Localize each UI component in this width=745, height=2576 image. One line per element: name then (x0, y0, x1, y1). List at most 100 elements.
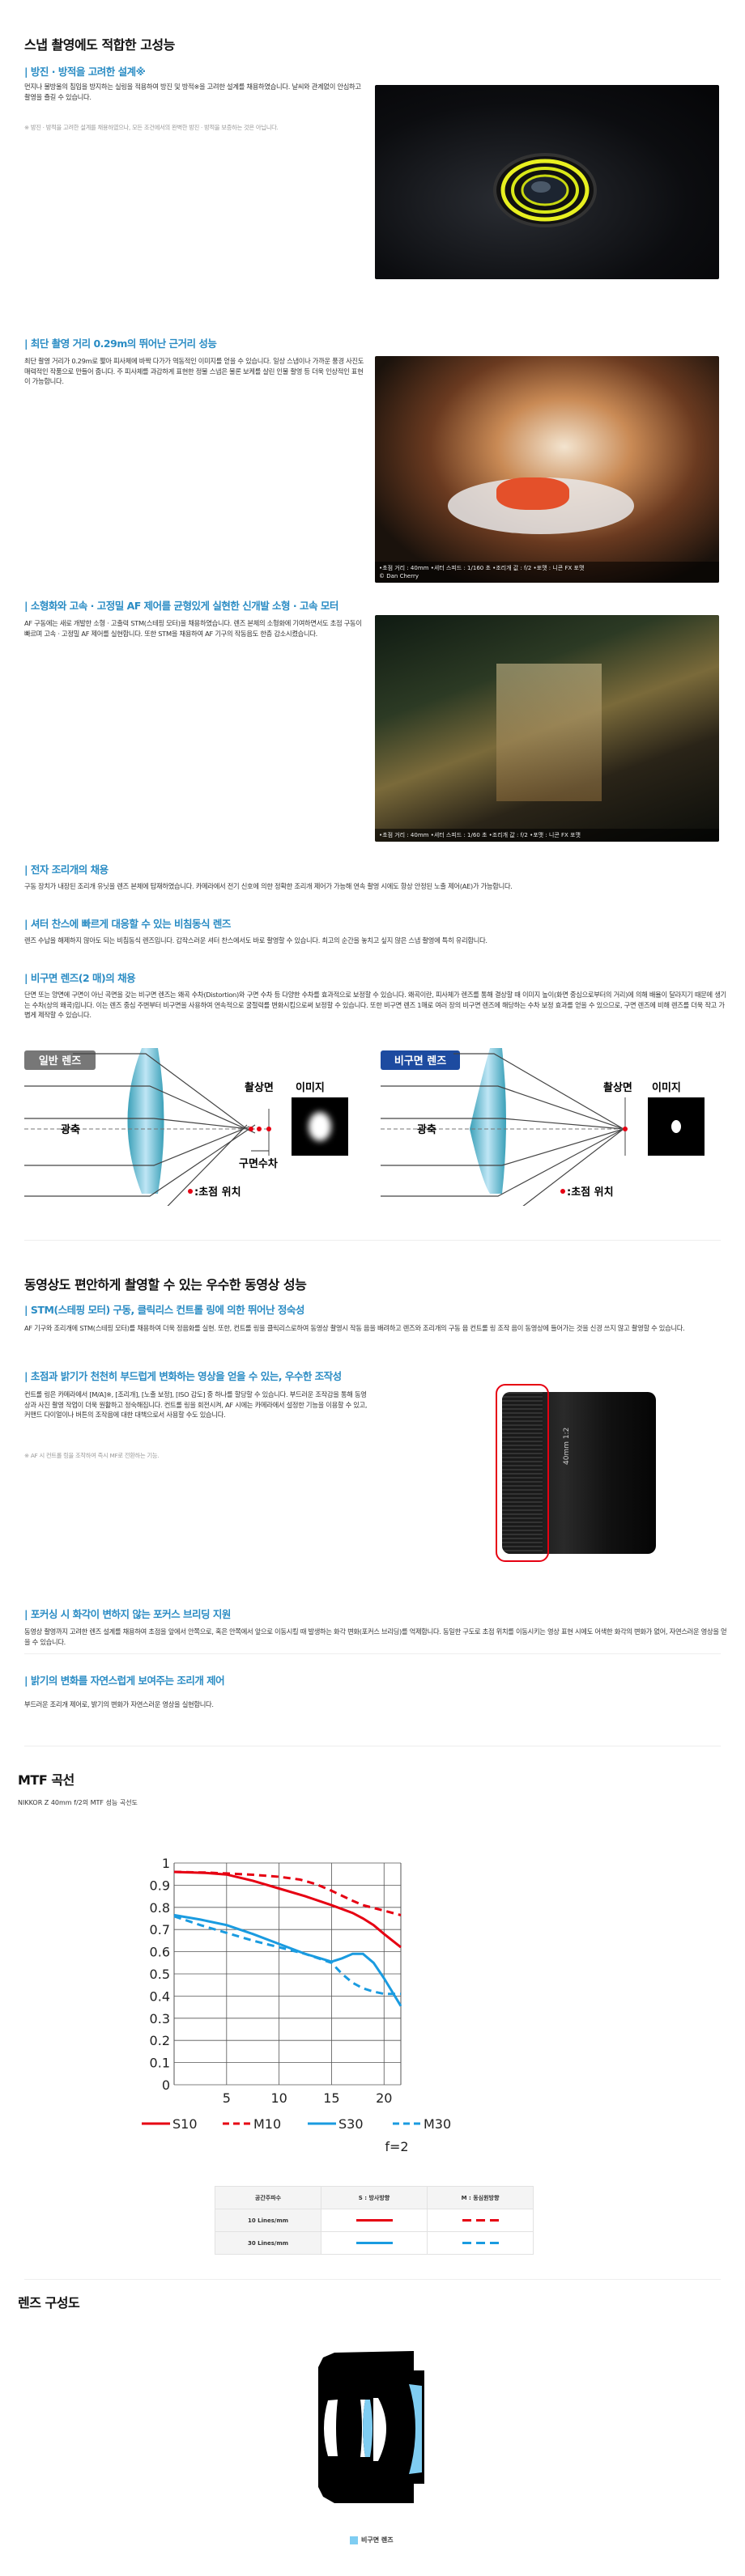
video-section-title: 동영상도 편안하게 촬영할 수 있는 우수한 동영상 성능 (24, 1277, 307, 1292)
heading-weather-sealing: | 방진 · 방적을 고려한 설계※ (24, 66, 146, 78)
heading-control-ring: | 초점과 밝기가 천천히 부드럽게 변화하는 영상을 얻을 수 있는, 우수한… (24, 1370, 342, 1382)
x-tick-label: 10 (270, 2090, 287, 2106)
heading-aspherical: | 비구면 렌즈(2 매)의 채용 (24, 972, 136, 984)
weather-sealing-text: 먼지나 물방울의 침입을 방지하는 실링을 적용하여 방진 및 방적※을 고려한… (24, 83, 361, 101)
heading-electronic-aperture: | 전자 조리개의 채용 (24, 864, 109, 876)
food-sample-photo: •초점 거리 : 40mm •셔터 스피드 : 1/160 초 •조리개 값 :… (375, 356, 719, 583)
photo-caption: •초점 거리 : 40mm •셔터 스피드 : 1/160 초 •조리개 값 :… (375, 562, 719, 583)
aspherical-lens-shape (470, 1048, 506, 1194)
salmon-shape (496, 477, 569, 510)
frequency-cell: 30 Lines/mm (215, 2231, 321, 2255)
s30-line-sample (355, 2242, 393, 2244)
x-tick-label: 20 (376, 2090, 392, 2106)
y-tick-label: 0.5 (150, 1967, 170, 1982)
table-header: 공간주파수 (215, 2186, 321, 2209)
photo-caption: •초점 거리 : 40mm •셔터 스피드 : 1/60 초 •조리개 값 : … (375, 829, 719, 842)
divider (24, 1240, 721, 1241)
aberration-label: 구면수차 (239, 1157, 278, 1170)
image-label: 이미지 (652, 1081, 681, 1094)
construction-title: 렌즈 구성도 (18, 2295, 80, 2311)
aspherical-lens-diagram: 비구면 렌즈 광축 촬상면 이미지 :초점 위치 (381, 1048, 705, 1206)
aspherical-element (363, 2400, 372, 2457)
sensor-label: 촬상면 (603, 1081, 632, 1094)
spherical-lens-shape (127, 1048, 164, 1194)
focus-ring (502, 1392, 543, 1554)
table-row: 30 Lines/mm (215, 2231, 534, 2255)
y-tick-label: 0.2 (150, 2033, 170, 2048)
normal-lens-badge (24, 1050, 96, 1070)
control-ring-text: 컨트롤 링은 카메라에서 [M/A]※, [조리개], [노출 보정], [IS… (24, 1390, 368, 1419)
electronic-aperture-text: 구동 장치가 내장된 조리개 유닛을 렌즈 본체에 탑재하였습니다. 카메라에서… (24, 882, 513, 890)
normal-lens-diagram: 일반 렌즈 광축 촬상면 이미지 구면수차 :초점 위치 (24, 1048, 348, 1206)
sensor-label: 촬상면 (245, 1081, 274, 1094)
heading-quiet-operation: | STM(스테핑 모터) 구동, 클릭리스 컨트롤 링에 의한 뛰어난 정숙성 (24, 1304, 304, 1316)
y-tick-label: 1 (162, 1856, 170, 1871)
m30-line-sample (462, 2242, 499, 2244)
m10-line-sample (462, 2219, 499, 2222)
construction-legend: 비구면 렌즈 (350, 2536, 394, 2544)
quiet-operation-text: AF 기구와 조리개에 STM(스테핑 모터)를 채용하여 더욱 정음화를 실현… (24, 1324, 685, 1332)
aperture-annotation: f=2 (385, 2139, 408, 2154)
y-tick-label: 0.9 (150, 1878, 170, 1893)
legend-label-m10: M10 (253, 2116, 281, 2132)
building-sample-photo: •초점 거리 : 40mm •셔터 스피드 : 1/60 초 •조리개 값 : … (375, 615, 719, 842)
close-focus-text: 최단 촬영 거리가 0.29m로 짧아 피사체에 바짝 다가가 역동적인 이미지… (24, 357, 364, 385)
lens-product-image: 40mm 1:2 (486, 1376, 688, 1570)
table-header: M : 동심원방향 (427, 2186, 534, 2209)
lens-ring-illustration (493, 153, 597, 227)
photo-credit: © Dan Cherry (379, 573, 419, 579)
lens-marking: 40mm 1:2 (563, 1427, 571, 1465)
y-tick-label: 0 (162, 2077, 170, 2093)
mtf-title: MTF 곡선 (18, 1772, 74, 1788)
x-tick-label: 5 (223, 2090, 231, 2106)
y-tick-label: 0.4 (150, 1988, 170, 2004)
non-retracting-text: 렌즈 수납을 해제하지 않아도 되는 비침동식 렌즈입니다. 갑작스러운 셔터 … (24, 936, 487, 944)
lens-element (373, 2398, 386, 2461)
y-tick-label: 0.8 (150, 1900, 170, 1916)
stm-motor-text: AF 구동에는 새로 개발한 소형 · 고출력 STM(스테핑 모터)을 채용하… (24, 619, 362, 638)
legend-label-s10: S10 (172, 2116, 198, 2132)
image-label: 이미지 (296, 1081, 325, 1094)
legend-label-m30: M30 (424, 2116, 451, 2132)
mtf-subtitle: NIKKOR Z 40mm f/2의 MTF 성능 곡선도 (18, 1799, 138, 1806)
photo-settings: •초점 거리 : 40mm •셔터 스피드 : 1/160 초 •조리개 값 :… (379, 565, 585, 571)
heading-aperture-control: | 밝기의 변화를 자연스럽게 보여주는 조리개 제어 (24, 1674, 225, 1687)
aspherical-lens-badge (381, 1050, 460, 1070)
aspherical-lens-label: 비구면 렌즈 (394, 1055, 446, 1067)
heading-non-retracting: | 셔터 찬스에 빠르게 대응할 수 있는 비침동식 렌즈 (24, 918, 231, 930)
table-row: 10 Lines/mm (215, 2209, 534, 2232)
control-ring-note: ※ AF 시 컨트롤 링을 조작하여 즉시 MF로 전환하는 기능. (24, 1452, 160, 1459)
light-rays (24, 1053, 256, 1206)
divider (24, 2279, 721, 2280)
series-line-s30 (173, 1913, 402, 2007)
aspherical-text: 단면 또는 양면에 구면이 아닌 곡면을 갖는 비구면 렌즈는 왜곡 수차(Di… (24, 991, 726, 1019)
lens-element (324, 2400, 338, 2456)
series-line-m10 (173, 1870, 402, 1916)
optical-axis-label: 광축 (417, 1123, 436, 1136)
divider (24, 1653, 721, 1654)
optical-axis-label: 광축 (61, 1123, 80, 1136)
series-line-s10 (173, 1870, 402, 1949)
frequency-cell: 10 Lines/mm (215, 2209, 321, 2232)
y-tick-label: 0.1 (150, 2056, 170, 2071)
focus-legend: :초점 위치 (567, 1186, 614, 1199)
y-tick-label: 0.7 (150, 1922, 170, 1937)
light-rays (381, 1053, 624, 1206)
focus-legend: :초점 위치 (194, 1186, 241, 1199)
normal-lens-label: 일반 렌즈 (39, 1055, 81, 1067)
focus-breathing-text: 동영상 촬영까지 고려한 렌즈 설계를 채용하여 초점을 앞에서 안쪽으로, 혹… (24, 1628, 727, 1646)
construction-legend-label: 비구면 렌즈 (361, 2536, 394, 2544)
aspherical-swatch (350, 2536, 358, 2544)
heading-stm-motor: | 소형화와 고속 · 고정밀 AF 제어를 균형있게 실현한 신개발 소형 ·… (24, 600, 338, 612)
weather-sealing-note: ※ 방진 · 방적을 고려한 설계를 채용하였으나, 모든 조건에서의 완벽한 … (24, 124, 279, 131)
table-header: S : 방사방향 (321, 2186, 428, 2209)
lit-building-shape (496, 664, 602, 801)
heading-focus-breathing: | 포커싱 시 화각이 변하지 않는 포커스 브리딩 지원 (24, 1608, 231, 1620)
aperture-control-text: 부드러운 조리개 제어로, 밝기의 변화가 자연스러운 영상을 실현합니다. (24, 1700, 214, 1708)
series-line-m30 (173, 1915, 401, 1996)
legend-label-s30: S30 (338, 2116, 364, 2132)
weather-sealed-lens-image (375, 85, 719, 279)
snap-section-title: 스냅 촬영에도 적합한 고성능 (24, 37, 175, 53)
y-tick-label: 0.3 (150, 2011, 170, 2026)
